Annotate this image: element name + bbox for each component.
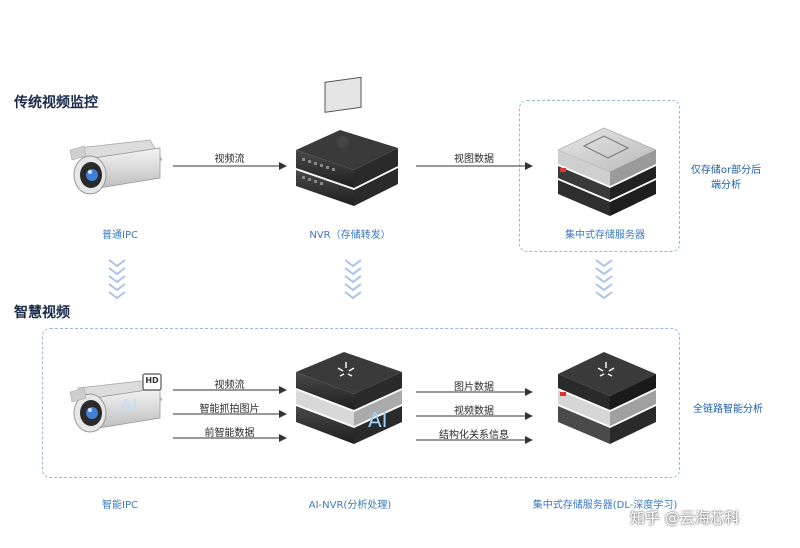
nvr-label-top: NVR（存储转发） — [309, 230, 391, 241]
server-label-top: 集中式存储服务器 — [565, 230, 645, 241]
side-note-bottom: 全链路智能分析 — [693, 404, 763, 415]
arrow-label-nvr-2: 视频数据 — [454, 406, 494, 417]
chevron-down-icon-left — [108, 259, 126, 300]
nvr-label-bottom: AI-NVR(分析处理) — [308, 500, 392, 511]
chevron-down-icon-right — [595, 259, 613, 300]
smart-dashed-box — [42, 328, 680, 478]
arrow-label-cam-1: 视频流 — [214, 380, 245, 391]
nvr-ai-mark: AI — [368, 408, 388, 432]
arrow-label-cam-3: 前智能数据 — [204, 428, 255, 439]
arrow-label-nvr-1: 图片数据 — [454, 382, 494, 393]
watermark: 知乎 @云海芯科 — [630, 509, 740, 527]
camera-label-top: 普通IPC — [102, 230, 138, 241]
arrow-label-cam-2: 智能抓拍图片 — [199, 404, 260, 415]
camera-ai-mark: AI — [120, 396, 138, 417]
section-title-traditional: 传统视频监控 — [14, 95, 98, 111]
arrow-label-nvr-3: 结构化关系信息 — [439, 430, 509, 441]
arrow-label-video-stream-top: 视频流 — [214, 154, 245, 165]
ai-nvr-icon — [296, 352, 402, 444]
nvr-icon-top — [296, 76, 398, 206]
server-dashed-box — [519, 100, 680, 252]
camera-label-bottom: 智能IPC — [102, 500, 138, 511]
arrow-label-view-data: 视图数据 — [454, 154, 494, 165]
smart-camera-icon — [69, 373, 163, 433]
camera-icon-top — [69, 139, 163, 195]
section-title-smart: 智慧视频 — [14, 305, 70, 321]
chevron-down-icon-middle — [344, 259, 362, 300]
side-note-top: 仅存储or部分后端分析 — [690, 165, 762, 191]
server-icon-top — [557, 127, 657, 216]
smart-server-icon — [558, 352, 656, 444]
server-label-bottom: 集中式存储服务器(DL-深度学习) — [532, 500, 678, 511]
hd-badge: HD — [145, 376, 159, 385]
